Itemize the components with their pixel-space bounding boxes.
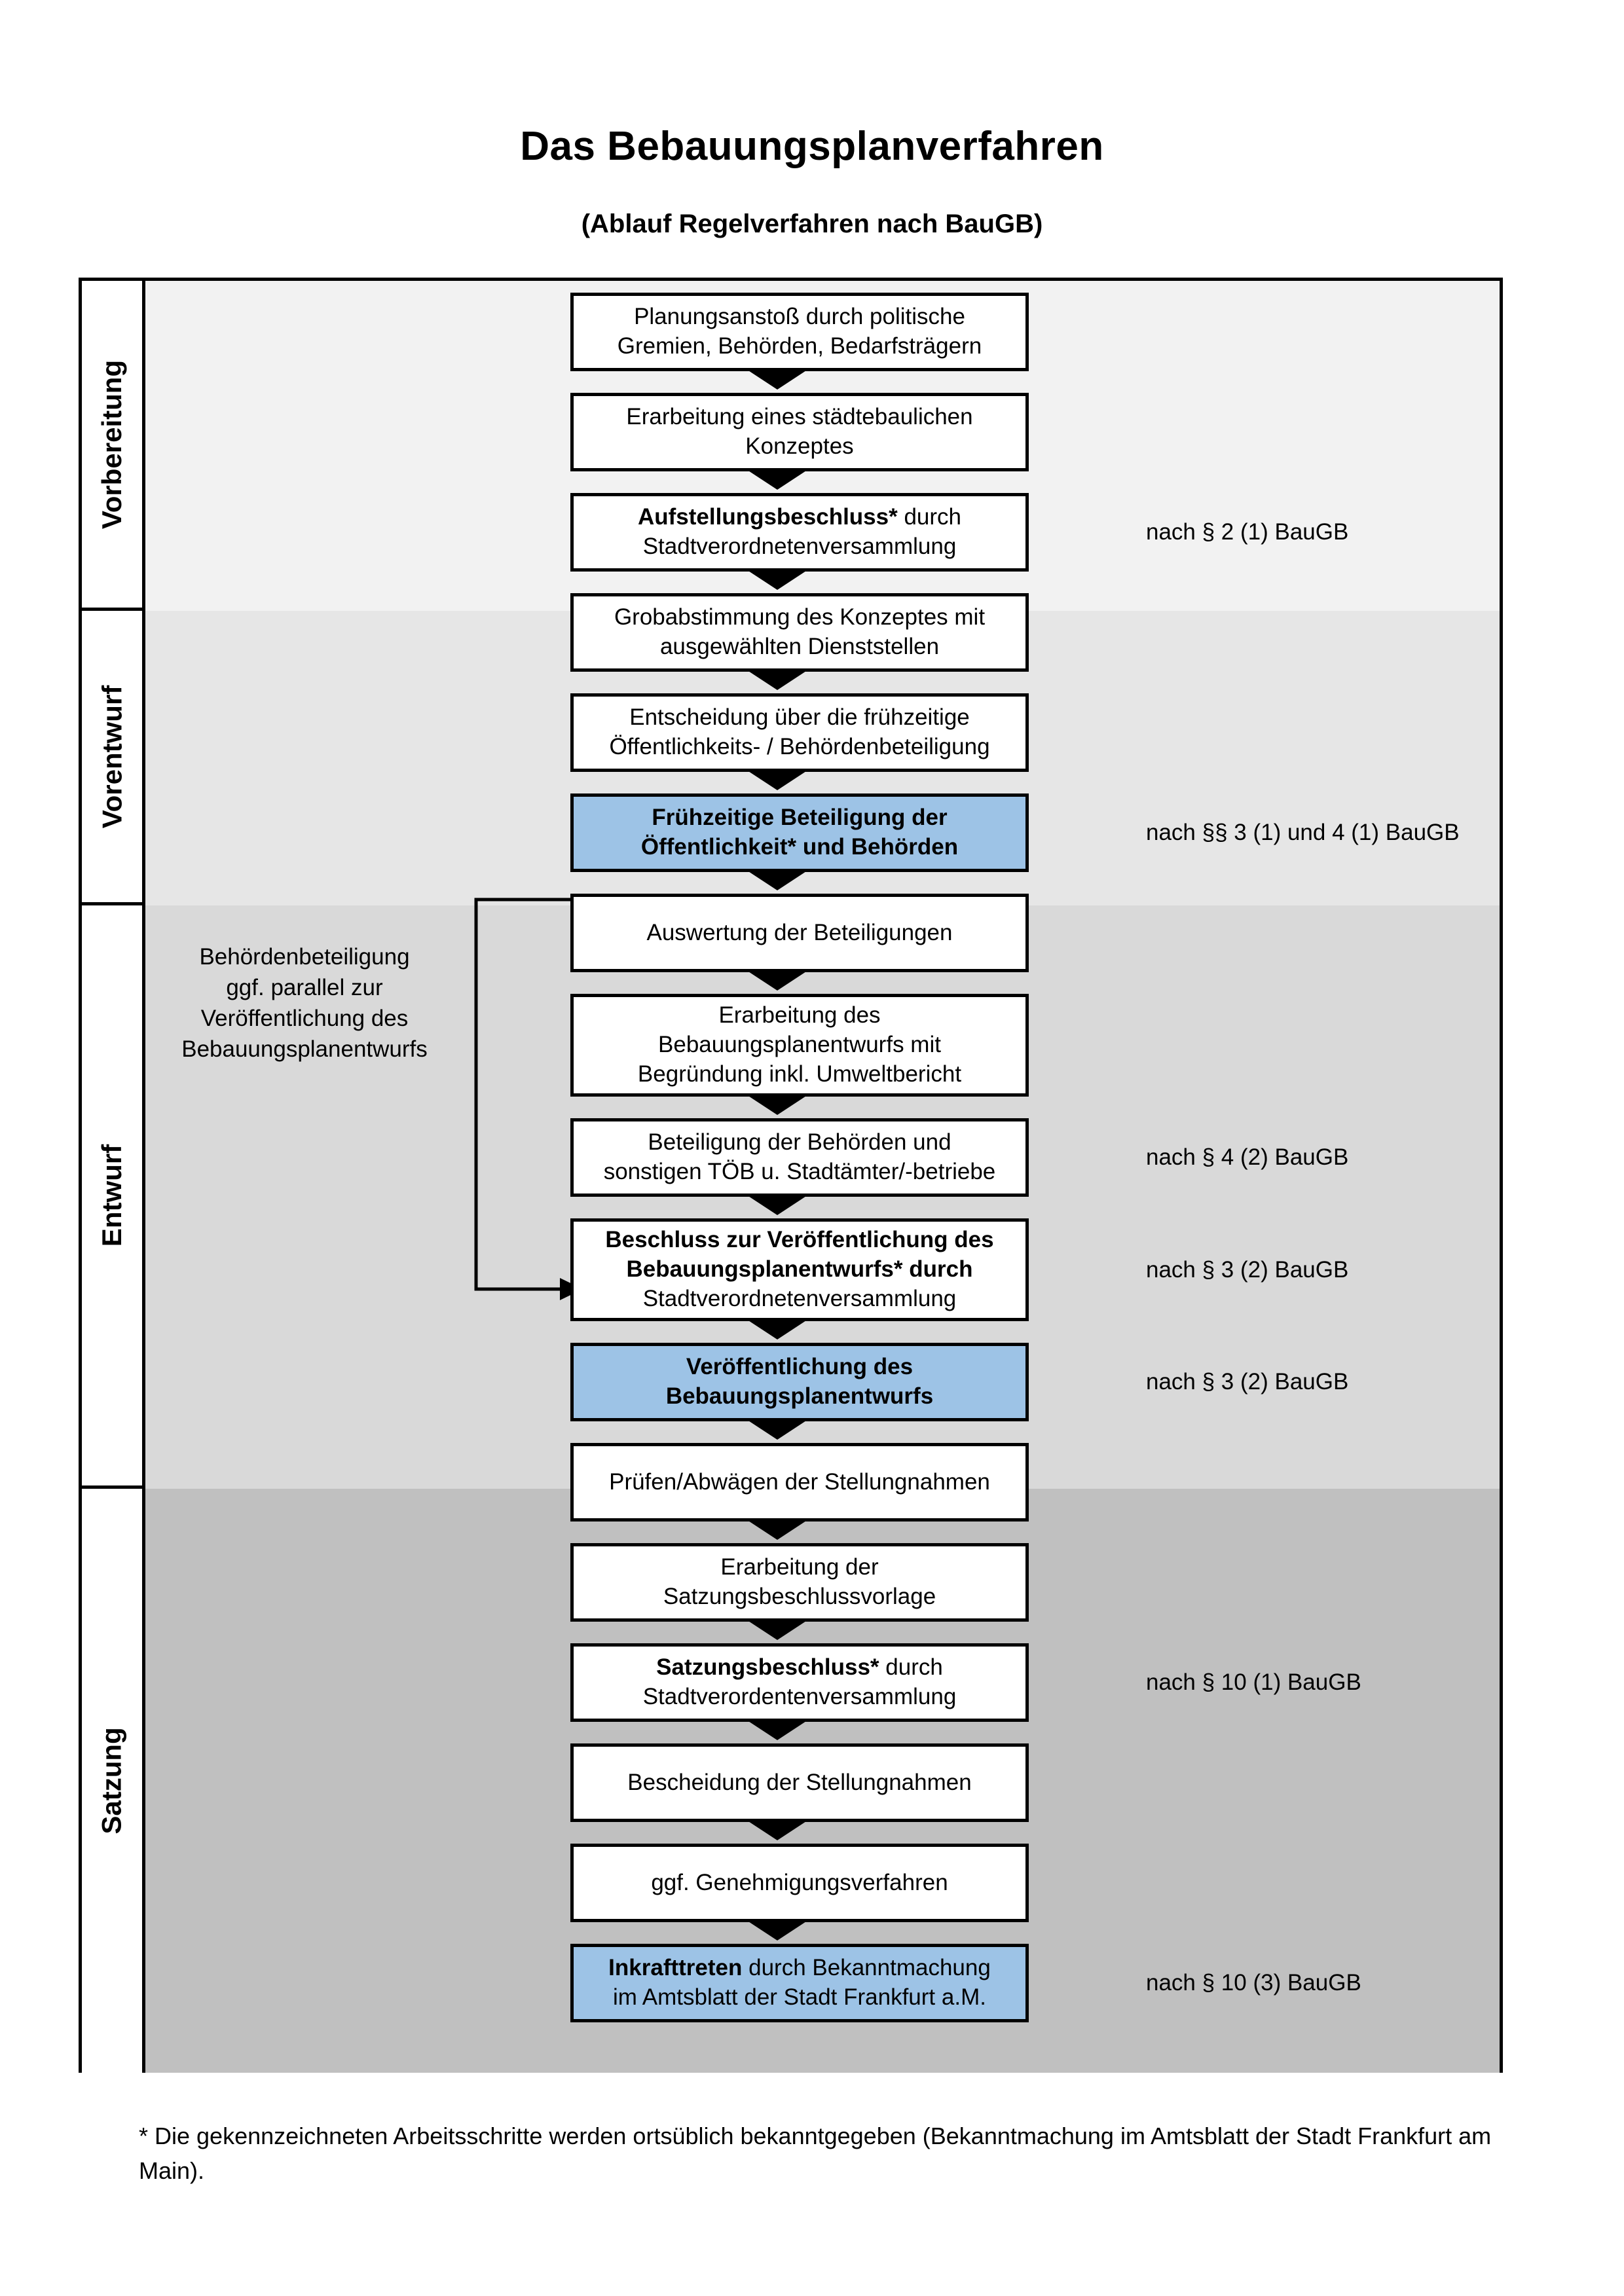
step-line: Veröffentlichung des [686, 1354, 913, 1380]
step-box-grobabstimmung[interactable]: Grobabstimmung des Konzeptes mit ausgewä… [570, 593, 1029, 672]
step-box-entscheidung-fruehzeitige-beteiligung[interactable]: Entscheidung über die frühzeitige Öffent… [570, 693, 1029, 772]
step-line-bold: Inkrafttreten [608, 1955, 743, 1981]
step-line: Stadtverordentenversammlung [642, 1684, 957, 1709]
step-line: im Amtsblatt der Stadt Frankfurt a.M. [613, 1984, 986, 2010]
legal-note-bau-3-1-4-1: nach §§ 3 (1) und 4 (1) BauGB [1146, 820, 1460, 845]
step-box-auswertung-beteiligungen[interactable]: Auswertung der Beteiligungen [570, 894, 1029, 972]
side-annotation-line: Bebauungsplanentwurfs [181, 1036, 428, 1062]
legal-note-bau-4-2: nach § 4 (2) BauGB [1146, 1144, 1349, 1170]
step-box-beschluss-veroeffentlichung[interactable]: Beschluss zur Veröffentlichung des Bebau… [570, 1218, 1029, 1321]
phase-label-text: Vorbereitung [96, 359, 128, 529]
step-line: Bescheidung der Stellungnahmen [627, 1769, 972, 1795]
phase-label-entwurf: Entwurf [82, 905, 145, 1489]
step-line: Konzeptes [745, 433, 854, 459]
step-line: Öffentlichkeits- / Behördenbeteiligung [609, 734, 990, 759]
step-line: durch [885, 1654, 943, 1681]
legal-note-bau-2-1: nach § 2 (1) BauGB [1146, 519, 1349, 545]
step-box-pruefen-abwaegen[interactable]: Prüfen/Abwägen der Stellungnahmen [570, 1443, 1029, 1522]
step-box-erarbeitung-bebauungsplanentwurf[interactable]: Erarbeitung des Bebauungsplanentwurfs mi… [570, 994, 1029, 1097]
step-line-bold: Satzungsbeschluss* [656, 1654, 879, 1681]
phase-label-text: Satzung [96, 1727, 128, 1834]
step-line: Satzungsbeschlussvorlage [663, 1584, 936, 1609]
phase-label-vorbereitung: Vorbereitung [82, 281, 145, 611]
step-line: Bebauungsplanentwurfs [665, 1383, 934, 1409]
step-line: Erarbeitung der [720, 1554, 879, 1580]
step-line: Auswertung der Beteiligungen [646, 919, 953, 945]
step-line: Stadtverordnetenversammlung [642, 534, 957, 559]
step-line: Frühzeitige Beteiligung der [652, 805, 948, 831]
legal-note-bau-10-1: nach § 10 (1) BauGB [1146, 1669, 1361, 1695]
phase-label-satzung: Satzung [82, 1489, 145, 2073]
side-annotation-line: ggf. parallel zur [226, 974, 383, 1000]
side-annotation-line: Behördenbeteiligung [199, 944, 410, 970]
step-line: ggf. Genehmigungsverfahren [651, 1869, 948, 1895]
step-box-planungsanstoss[interactable]: Planungsanstoß durch politische Gremien,… [570, 293, 1029, 371]
step-box-beteiligung-behoerden-toeb[interactable]: Beteiligung der Behörden und sonstigen T… [570, 1118, 1029, 1197]
step-box-bescheidung-stellungnahmen[interactable]: Bescheidung der Stellungnahmen [570, 1743, 1029, 1822]
step-line: durch Bekanntmachung [748, 1955, 991, 1981]
step-line: Erarbeitung des [718, 1002, 881, 1029]
step-line: Gremien, Behörden, Bedarfsträgern [617, 333, 982, 359]
page-title: Das Bebauungsplanverfahren [520, 124, 1104, 169]
step-line-bold: Beschluss zur Veröffentlichung des [605, 1227, 994, 1253]
phase-label-text: Entwurf [96, 1144, 127, 1247]
step-box-satzungsbeschluss[interactable]: Satzungsbeschluss* durch Stadtverordente… [570, 1643, 1029, 1722]
side-annotation-behoerdenbeteiligung: Behördenbeteiligung ggf. parallel zur Ve… [167, 942, 442, 1065]
step-line: ausgewählten Dienststellen [659, 634, 940, 659]
phase-label-text: Vorentwurf [96, 685, 127, 828]
step-line: Öffentlichkeit* und Behörden [640, 834, 959, 860]
step-line: Stadtverordnetenversammlung [642, 1285, 957, 1311]
step-box-genehmigungsverfahren[interactable]: ggf. Genehmigungsverfahren [570, 1844, 1029, 1922]
step-line: Grobabstimmung des Konzeptes mit [614, 604, 986, 630]
loop-connector [468, 896, 586, 1309]
step-box-veroeffentlichung-bebauungsplanentwurf[interactable]: Veröffentlichung des Bebauungsplanentwur… [570, 1343, 1029, 1421]
side-annotation-line: Veröffentlichung des [200, 1005, 409, 1031]
step-line: Begründung inkl. Umweltbericht [637, 1061, 962, 1087]
step-line: Bebauungsplanentwurfs mit [658, 1032, 941, 1058]
step-box-fruehzeitige-beteiligung[interactable]: Frühzeitige Beteiligung der Öffentlichke… [570, 793, 1029, 872]
footnote-text: * Die gekennzeichneten Arbeitsschritte w… [139, 2123, 1492, 2185]
step-line-bold: Aufstellungsbeschluss* [637, 504, 898, 530]
page-subtitle: (Ablauf Regelverfahren nach BauGB) [581, 210, 1043, 238]
step-box-inkrafttreten[interactable]: Inkrafttreten durch Bekanntmachung im Am… [570, 1944, 1029, 2022]
step-line: durch [904, 504, 962, 530]
legal-note-bau-10-3: nach § 10 (3) BauGB [1146, 1970, 1361, 1995]
step-line: sonstigen TÖB u. Stadtämter/-betriebe [603, 1159, 996, 1184]
step-line: Beteiligung der Behörden und [648, 1129, 951, 1156]
diagram-frame: Vorbereitung Vorentwurf Entwurf Satzung … [79, 278, 1503, 2073]
step-box-satzungsbeschlussvorlage[interactable]: Erarbeitung der Satzungsbeschlussvorlage [570, 1543, 1029, 1622]
step-line: Prüfen/Abwägen der Stellungnahmen [609, 1468, 990, 1495]
step-line: Planungsanstoß durch politische [634, 304, 965, 330]
step-line: Erarbeitung eines städtebaulichen [626, 404, 973, 430]
phase-label-vorentwurf: Vorentwurf [82, 611, 145, 905]
step-line: Entscheidung über die frühzeitige [629, 704, 970, 731]
step-box-aufstellungsbeschluss[interactable]: Aufstellungsbeschluss* durch Stadtverord… [570, 493, 1029, 572]
step-box-staedtebauliches-konzept[interactable]: Erarbeitung eines städtebaulichen Konzep… [570, 393, 1029, 471]
legal-note-bau-3-2-veroeffentlichung: nach § 3 (2) BauGB [1146, 1369, 1349, 1394]
step-line-bold: Bebauungsplanentwurfs* durch [626, 1256, 973, 1283]
legal-note-bau-3-2-beschluss: nach § 3 (2) BauGB [1146, 1257, 1349, 1283]
